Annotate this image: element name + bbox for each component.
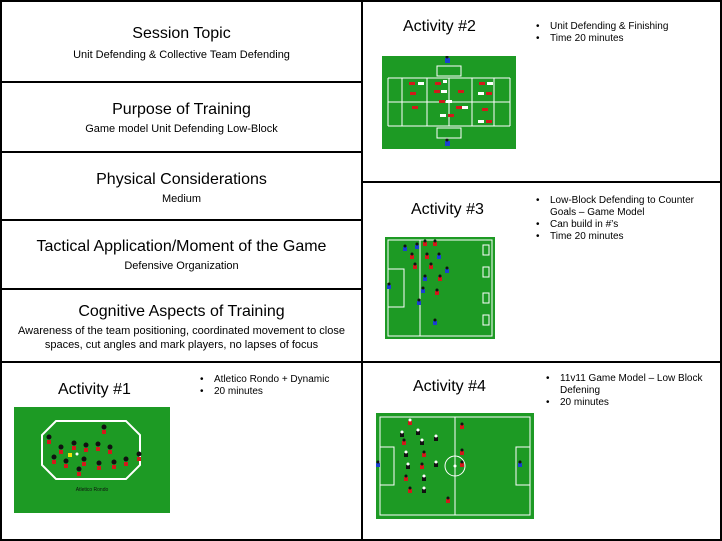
session-topic-title: Session Topic — [132, 25, 231, 42]
activity-4-title: Activity #4 — [413, 378, 486, 395]
activity-3-diagram — [385, 237, 495, 339]
cognitive-title: Cognitive Aspects of Training — [78, 303, 285, 320]
session-topic-value: Unit Defending & Collective Team Defendi… — [73, 49, 290, 61]
rondo-diagram-svg — [41, 420, 142, 480]
activity-3-bullet: Time 20 minutes — [536, 231, 716, 243]
field-lines — [387, 65, 511, 139]
activity-4-box: Activity #4 11v11 Game Model – Low Block… — [361, 361, 722, 541]
unit-defending-diagram-svg — [387, 56, 511, 146]
activity-4-bullet: 11v11 Game Model – Low Block Defening — [546, 373, 716, 397]
low-block-diagram-svg — [387, 239, 493, 337]
game-model-diagram-svg — [376, 416, 531, 516]
activity-4-bullet: 20 minutes — [546, 397, 716, 409]
activity-3-bullet: Low-Block Defending to Counter Goals – G… — [536, 195, 716, 219]
tactical-title: Tactical Application/Moment of the Game — [36, 238, 327, 255]
activity-3-bullets: Low-Block Defending to Counter Goals – G… — [536, 195, 716, 243]
purpose-value: Game model Unit Defending Low-Block — [85, 123, 278, 135]
activity-4-bullets: 11v11 Game Model – Low Block Defening 20… — [546, 373, 716, 409]
activity-2-title: Activity #2 — [403, 18, 476, 35]
activity-3-title: Activity #3 — [411, 201, 484, 218]
activity-3-box: Activity #3 Low-Block Defending to Count… — [361, 181, 722, 363]
activity-2-bullet: Time 20 minutes — [536, 33, 716, 45]
session-topic-box: Session Topic Unit Defending & Collectiv… — [0, 0, 363, 83]
rondo-octagon — [41, 420, 141, 480]
activity-1-bullet: Atletico Rondo + Dynamic — [200, 374, 360, 386]
activity-2-bullets: Unit Defending & Finishing Time 20 minut… — [536, 21, 716, 45]
low-block-players — [387, 239, 449, 325]
activity-3-bullet: Can build in #’s — [536, 219, 716, 231]
cognitive-box: Cognitive Aspects of Training Awareness … — [0, 288, 363, 363]
purpose-box: Purpose of Training Game model Unit Defe… — [0, 81, 363, 153]
activity-1-caption: Atletico Rondo — [75, 487, 109, 493]
rondo-players — [46, 424, 142, 476]
unit-defending-players — [409, 56, 493, 146]
activity-1-bullet: 20 minutes — [200, 386, 360, 398]
tactical-box: Tactical Application/Moment of the Game … — [0, 219, 363, 290]
game-model-players — [376, 418, 522, 503]
cognitive-value: Awareness of the team positioning, coord… — [18, 325, 345, 351]
physical-title: Physical Considerations — [96, 171, 267, 188]
activity-2-box: Activity #2 Unit Defending & Finishing T… — [361, 0, 722, 183]
activity-1-bullets: Atletico Rondo + Dynamic 20 minutes — [200, 374, 360, 398]
physical-value: Medium — [161, 193, 202, 205]
tactical-value: Defensive Organization — [124, 260, 239, 272]
purpose-title: Purpose of Training — [112, 101, 251, 118]
physical-box: Physical Considerations Medium — [0, 151, 363, 221]
activity-1-box: Activity #1 Atletico Rondo + Dynamic 20 … — [0, 361, 363, 541]
activity-1-title: Activity #1 — [58, 381, 131, 398]
activity-2-bullet: Unit Defending & Finishing — [536, 21, 716, 33]
activity-1-diagram: Atletico Rondo — [14, 407, 170, 513]
activity-4-diagram — [376, 413, 534, 519]
activity-2-diagram — [382, 56, 516, 149]
